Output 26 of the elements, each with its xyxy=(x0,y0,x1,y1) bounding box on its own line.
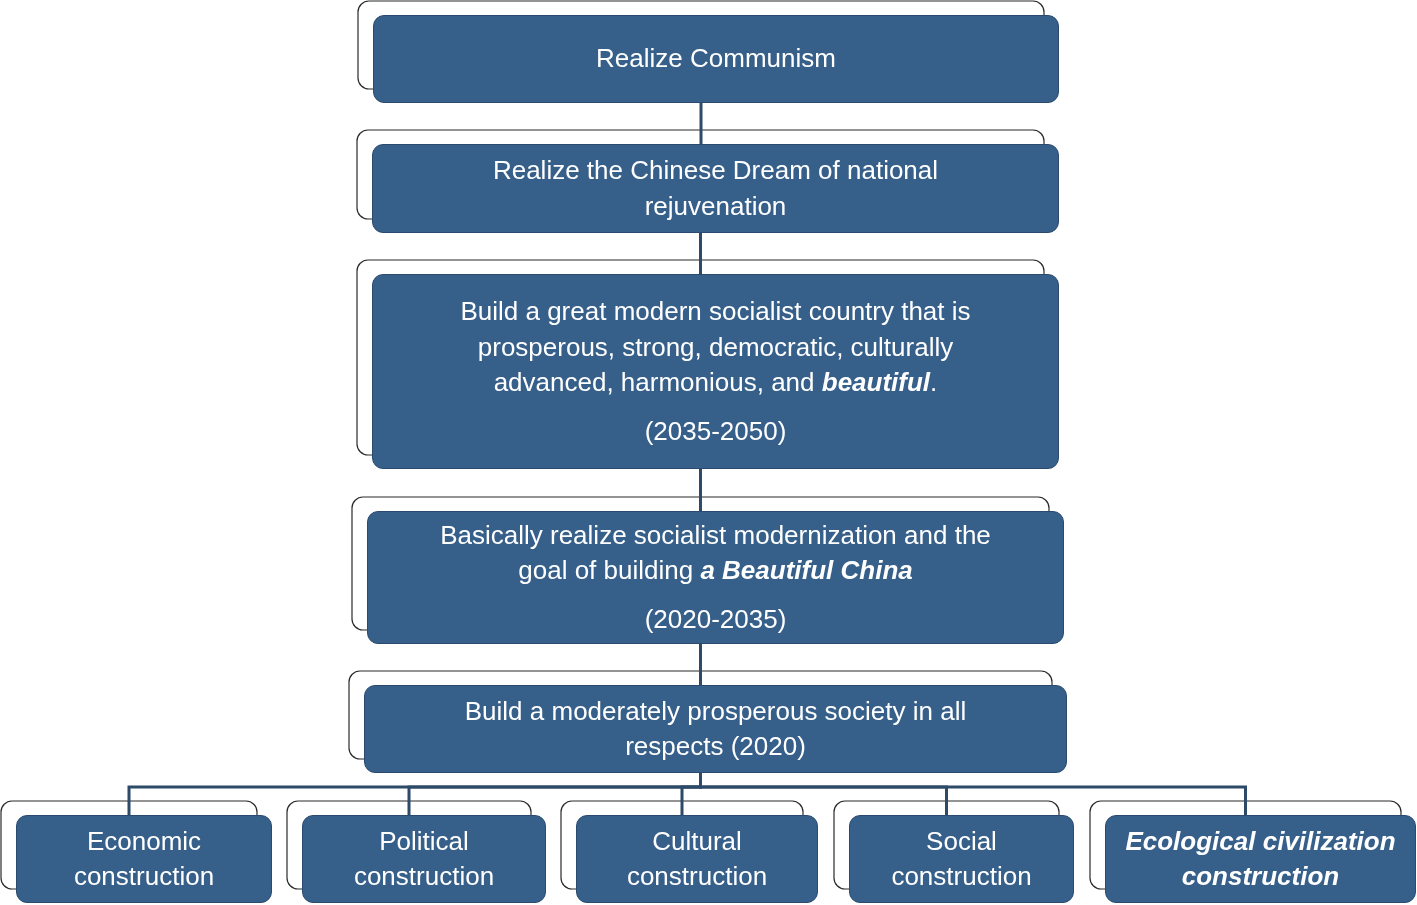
box-subtext: (2020-2035) xyxy=(644,602,787,636)
box-text: Political construction xyxy=(352,824,496,893)
connector-line xyxy=(699,233,702,274)
box-text: Ecological civilization construction xyxy=(1124,824,1397,893)
box-text: Basically realize socialist modernization and the goal of building a Beautiful China xyxy=(439,518,992,588)
stage-box xyxy=(373,15,1059,103)
stage-box xyxy=(367,511,1064,644)
stage-box xyxy=(372,144,1059,233)
connector-line xyxy=(699,644,702,685)
box-text: Build a moderately prosperous society in all respects (2020) xyxy=(463,694,968,763)
stage-box xyxy=(364,685,1067,773)
box-text: Cultural construction xyxy=(625,824,769,893)
stage-box xyxy=(1105,815,1416,903)
stage-box xyxy=(576,815,818,903)
stage-box xyxy=(849,815,1074,903)
box-text: Realize the Chinese Dream of national rejuvenation xyxy=(491,154,940,223)
connector-line xyxy=(699,103,703,144)
box-text: Realize Communism xyxy=(596,42,836,76)
box-text: Social construction xyxy=(890,824,1033,893)
box-subtext: (2035-2050) xyxy=(644,414,787,448)
stage-box xyxy=(302,815,546,903)
box-text: Economic construction xyxy=(72,824,216,893)
stage-box xyxy=(372,274,1059,469)
box-text: Build a great modern socialist country that is prosperous, strong, democratic, culturally advanced, harmonious, and beautiful. xyxy=(459,295,972,399)
connector-line xyxy=(699,469,702,511)
stage-box xyxy=(16,815,272,903)
